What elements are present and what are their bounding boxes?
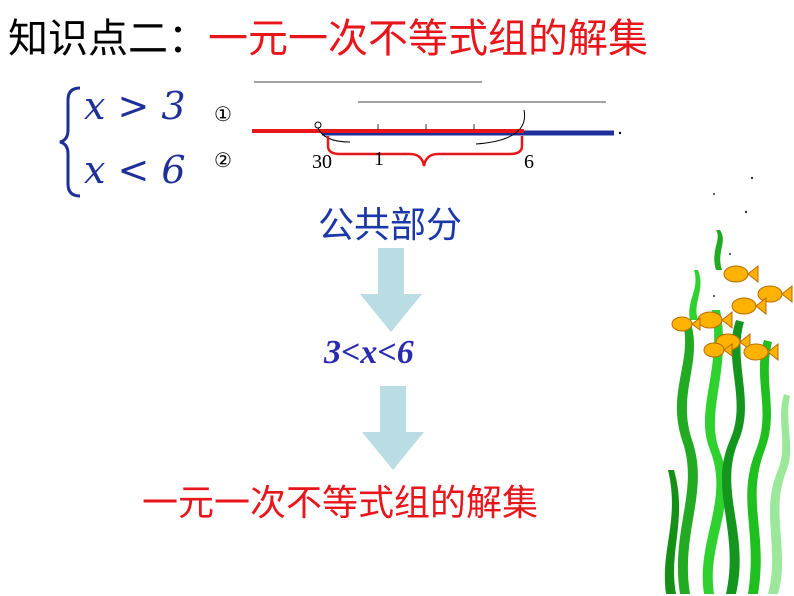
common-part-brace bbox=[326, 136, 524, 167]
tick-label-30: 30 bbox=[312, 151, 332, 173]
heading-prefix: 知识点二： bbox=[8, 16, 208, 62]
inequality-1: x > 3 bbox=[84, 84, 186, 128]
open-circle-3 bbox=[314, 121, 322, 129]
axis-arrow-dot bbox=[618, 131, 622, 135]
arc-right bbox=[475, 109, 526, 145]
solution-text: 3<x<6 bbox=[324, 334, 414, 371]
heading-title: 一元一次不等式组的解集 bbox=[208, 16, 648, 62]
fish-icon bbox=[671, 264, 793, 362]
label-1: ① bbox=[214, 102, 232, 126]
label-2: ② bbox=[214, 148, 232, 172]
number-line-diagram bbox=[252, 81, 622, 167]
seaweed-fish-illustration bbox=[664, 176, 793, 594]
slide-heading: 知识点二：一元一次不等式组的解集 bbox=[8, 6, 648, 64]
down-arrow-icon bbox=[360, 248, 422, 332]
tick-label-6: 6 bbox=[524, 151, 534, 173]
conclusion-text: 一元一次不等式组的解集 bbox=[142, 483, 539, 524]
common-part-label: 公共部分 bbox=[318, 205, 463, 246]
tick-label-1: 1 bbox=[374, 148, 384, 170]
system-brace bbox=[59, 86, 81, 198]
down-arrow-icon bbox=[362, 386, 424, 470]
inequality-2: x < 6 bbox=[84, 148, 186, 192]
